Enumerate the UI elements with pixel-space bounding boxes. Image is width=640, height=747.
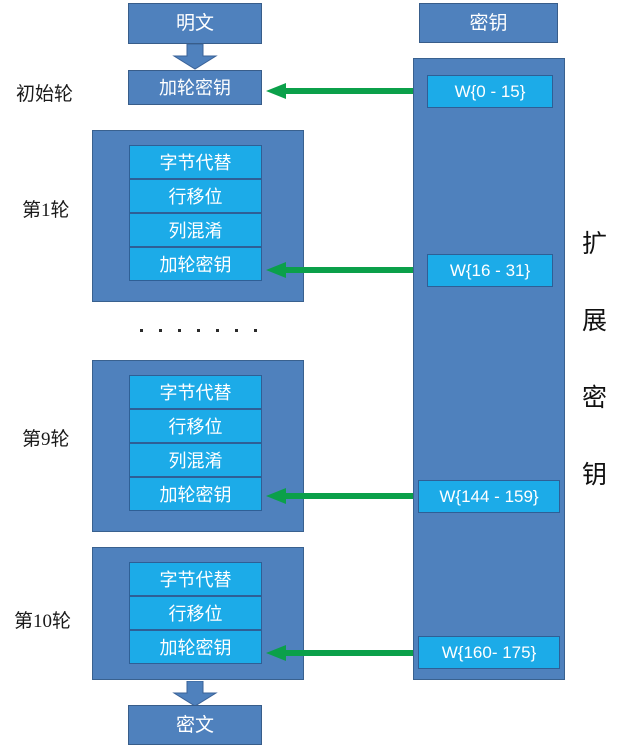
key-word-16-31: W{16 - 31} xyxy=(427,254,553,287)
round-1-step-add-round-key: 加轮密钥 xyxy=(129,247,262,281)
key-word-0-15: W{0 - 15} xyxy=(427,75,553,108)
round-1-step-sub-bytes: 字节代替 xyxy=(129,145,262,179)
round-10-step-shift-rows: 行移位 xyxy=(129,596,262,630)
round-10-container: 字节代替 行移位 加轮密钥 xyxy=(92,547,304,680)
key-arrow-round-9-icon xyxy=(266,488,416,504)
key-word-144-159: W{144 - 159} xyxy=(418,480,560,513)
key-word-160-175: W{160- 175} xyxy=(418,636,560,669)
rounds-ellipsis xyxy=(140,329,257,332)
round-label-10: 第10轮 xyxy=(14,611,72,632)
round-9-step-sub-bytes: 字节代替 xyxy=(129,375,262,409)
arrow-round-10-to-ciphertext-icon xyxy=(172,681,218,707)
vertical-char-2: 展 xyxy=(582,308,608,335)
round-9-step-mix-columns: 列混淆 xyxy=(129,443,262,477)
vertical-char-1: 扩 xyxy=(582,231,608,258)
round-10-step-sub-bytes: 字节代替 xyxy=(129,562,262,596)
round-9-container: 字节代替 行移位 列混淆 加轮密钥 xyxy=(92,360,304,532)
vertical-char-4: 钥 xyxy=(582,462,608,489)
round-9-step-shift-rows: 行移位 xyxy=(129,409,262,443)
ciphertext-box: 密文 xyxy=(128,705,262,745)
vertical-char-3: 密 xyxy=(582,385,608,412)
plaintext-box: 明文 xyxy=(128,3,262,44)
key-expansion-column: W{0 - 15} W{16 - 31} W{144 - 159} W{160-… xyxy=(413,58,565,680)
round-1-step-mix-columns: 列混淆 xyxy=(129,213,262,247)
initial-round-add-round-key-box: 加轮密钥 xyxy=(128,70,262,105)
round-label-9: 第9轮 xyxy=(22,429,70,450)
round-label-1: 第1轮 xyxy=(22,200,70,221)
round-label-initial: 初始轮 xyxy=(16,84,74,105)
expanded-key-vertical-label: 扩 展 密 钥 xyxy=(582,232,607,488)
arrow-plaintext-to-initial-round-icon xyxy=(172,44,218,70)
key-arrow-round-1-icon xyxy=(266,262,416,278)
key-arrow-initial-round-icon xyxy=(266,83,416,99)
round-9-step-add-round-key: 加轮密钥 xyxy=(129,477,262,511)
round-1-container: 字节代替 行移位 列混淆 加轮密钥 xyxy=(92,130,304,302)
key-box: 密钥 xyxy=(419,3,558,43)
round-10-step-add-round-key: 加轮密钥 xyxy=(129,630,262,664)
key-arrow-round-10-icon xyxy=(266,645,416,661)
round-1-step-shift-rows: 行移位 xyxy=(129,179,262,213)
